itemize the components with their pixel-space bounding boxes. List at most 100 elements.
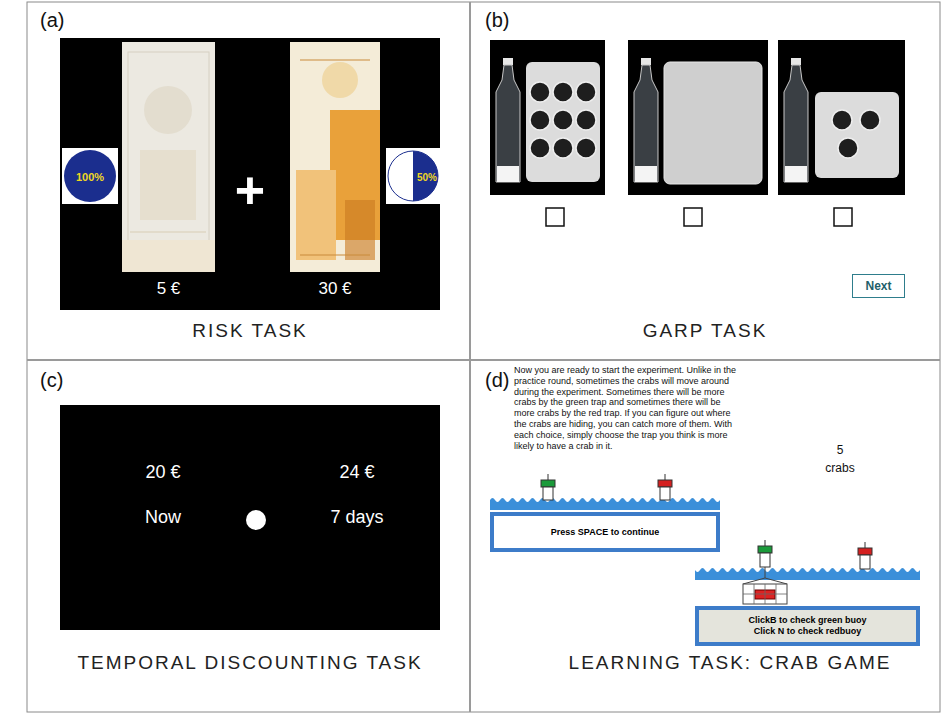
panel-caption: LEARNING TASK: CRAB GAME — [569, 652, 892, 675]
pie-chart — [62, 148, 118, 204]
buoy-part — [865, 542, 866, 548]
food-photo-part — [784, 65, 808, 182]
food-photo-part-part — [838, 138, 858, 158]
food-photo-part — [641, 58, 651, 65]
buoy-part — [858, 548, 872, 555]
banknote: 5 € — [122, 42, 215, 310]
crab-trap-part — [743, 584, 787, 604]
panel-letter: (a) — [40, 8, 64, 32]
checkbox-part — [834, 208, 852, 226]
panel-caption: GARP TASK — [643, 320, 768, 343]
buoy-part — [541, 480, 555, 487]
crab-trap-part — [765, 567, 766, 578]
figure-frame — [27, 2, 940, 712]
banknote-image — [290, 42, 380, 272]
buoy-part — [548, 474, 549, 480]
pie-chart-part — [62, 148, 118, 204]
panel: (a) RISK TASK +100% 5 € 30 € 50% — [27, 2, 470, 360]
amount: 5 € — [157, 279, 181, 299]
buoy-part — [543, 487, 553, 500]
checkbox — [546, 208, 852, 226]
crab-count-unit-holder: crabs — [825, 458, 854, 476]
risk-screen-part — [60, 38, 440, 310]
probability-value-holder: 100% — [76, 167, 104, 185]
buoy-part — [860, 555, 870, 569]
pie-chart-part — [64, 150, 116, 202]
panel-caption-holder: LEARNING TASK: CRAB GAME — [569, 652, 892, 675]
food-photo — [490, 40, 605, 195]
panel-letter: (b) — [485, 8, 509, 32]
food-photo-part-part — [576, 138, 596, 158]
food-photo — [628, 40, 768, 195]
food-photo-part — [778, 40, 905, 195]
food-photo-part — [785, 166, 807, 182]
banknote: 30 € — [290, 42, 380, 310]
crab-count-holder: 5 — [837, 440, 844, 458]
probability-pie: 100% — [62, 148, 118, 204]
panel-letter-holder: (a) — [40, 8, 64, 32]
food-photo — [778, 40, 905, 195]
food-photo-part — [496, 65, 520, 182]
banknote-image — [122, 42, 215, 272]
amount-holder: 20 € — [145, 462, 180, 484]
instruction-box: ClickB to check green buoyClick N to che… — [695, 606, 920, 646]
plus-sign: + — [235, 164, 265, 216]
discount-screen — [60, 405, 440, 630]
buoy-part — [660, 487, 670, 500]
banknote-image-part — [296, 170, 336, 260]
discount-screen-part — [246, 510, 266, 530]
food-photo-part — [634, 65, 658, 182]
delay: 7 days — [330, 507, 383, 529]
amount-holder: 5 € — [157, 279, 181, 299]
water-surface-part — [490, 496, 720, 510]
banknote-image-part — [122, 240, 215, 272]
food-photo-part-part — [553, 138, 573, 158]
food-photo-part-part — [860, 110, 880, 130]
instruction-text: ClickB to check green buoy — [748, 615, 866, 626]
discount-screen-part — [60, 405, 440, 630]
panel-caption: TEMPORAL DISCOUNTING TASK — [77, 652, 422, 675]
task-screen: 20 € Now 24 € 7 days — [60, 405, 440, 630]
checkbox-part — [684, 208, 702, 226]
banknote-image-part — [322, 62, 358, 98]
food-photo-part-part — [576, 82, 596, 102]
instruction-text: Click N to check redbuoy — [754, 626, 862, 637]
amount-holder: 24 € — [339, 462, 374, 484]
crab-count: 5 — [837, 443, 844, 457]
water-surface — [490, 496, 920, 580]
checkbox-part — [546, 208, 564, 226]
banknote-image-part — [140, 150, 196, 220]
panel-letter-holder: (b) — [485, 8, 509, 32]
banknote-image-part — [122, 42, 215, 272]
button-label: Next — [865, 279, 891, 293]
figure-frame-part — [27, 359, 940, 361]
probability-value: 100% — [76, 171, 104, 184]
probability-pie: 50% — [386, 148, 440, 204]
food-photo-part — [791, 58, 801, 65]
pie-chart-part — [386, 148, 440, 204]
delay: Now — [145, 507, 181, 529]
buoy-part — [658, 480, 672, 487]
food-photo-part-part — [553, 82, 573, 102]
panel-caption: RISK TASK — [192, 320, 308, 343]
pie-chart-part — [413, 151, 438, 201]
panel-letter: (d) — [485, 368, 509, 392]
food-photo-part — [635, 166, 657, 182]
food-photo-part — [664, 62, 762, 184]
probability-value-holder: 50% — [417, 167, 437, 185]
banknote-image-part — [128, 52, 209, 262]
food-photo-part — [497, 166, 519, 182]
instructions-paragraph: Now you are ready to start the experimen… — [514, 365, 738, 451]
food-photo-part-part — [576, 110, 596, 130]
food-photo-part — [530, 82, 596, 158]
amount: 24 € — [339, 462, 374, 484]
risk-screen — [60, 38, 440, 310]
buoy-part — [765, 540, 766, 546]
amount: 30 € — [318, 279, 351, 299]
buoy-part — [758, 546, 772, 553]
task-screen: +100% 5 € 30 € 50% — [60, 38, 440, 310]
pie-chart-part — [388, 151, 438, 201]
food-photo-part-part — [530, 82, 550, 102]
probability-value: 50% — [417, 172, 437, 184]
buoy-part — [665, 474, 666, 480]
